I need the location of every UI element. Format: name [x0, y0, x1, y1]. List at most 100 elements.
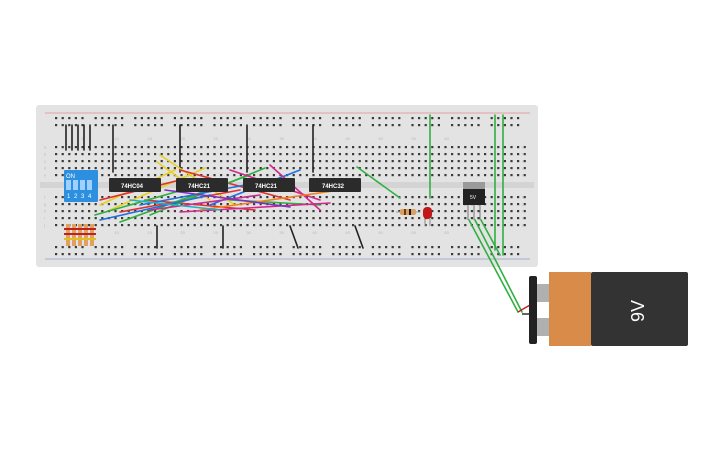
breadboard-hole [431, 160, 434, 163]
rail-hole [411, 253, 414, 256]
rail-hole [187, 117, 190, 120]
rail-hole [81, 124, 84, 127]
column-number: 15 [147, 136, 152, 141]
breadboard-hole [444, 167, 447, 170]
breadboard-hole [398, 146, 401, 149]
column-number: 60 [444, 136, 449, 141]
breadboard-hole [213, 160, 216, 163]
rail-hole [385, 246, 388, 249]
breadboard-hole [121, 167, 124, 170]
rail-hole [61, 253, 64, 256]
breadboard-hole [147, 174, 150, 177]
rail-hole [233, 124, 236, 127]
breadboard-hole [431, 203, 434, 206]
breadboard-hole [424, 196, 427, 199]
jumper-wire [468, 219, 519, 313]
breadboard-hole [490, 174, 493, 177]
breadboard-hole [233, 196, 236, 199]
breadboard-hole [266, 210, 269, 213]
rail-hole [121, 117, 124, 120]
rail-hole [61, 246, 64, 249]
breadboard-hole [226, 167, 229, 170]
breadboard-hole [431, 146, 434, 149]
breadboard-hole [325, 160, 328, 163]
rail-hole [266, 253, 269, 256]
breadboard-hole [147, 196, 150, 199]
chip-label: 74HC21 [188, 184, 211, 190]
led[interactable] [423, 207, 432, 226]
breadboard-hole [213, 167, 216, 170]
breadboard-hole [101, 174, 104, 177]
breadboard-hole [81, 160, 84, 163]
breadboard-hole [200, 217, 203, 220]
breadboard-hole [385, 210, 388, 213]
breadboard-hole [464, 224, 467, 227]
rail-hole [418, 124, 421, 127]
breadboard-hole [365, 160, 368, 163]
rail-hole [272, 117, 275, 120]
voltage-regulator[interactable]: 5V [463, 182, 485, 220]
breadboard-hole [114, 203, 117, 206]
battery-9v[interactable]: 9V [529, 272, 688, 346]
rail-hole [239, 124, 242, 127]
breadboard-hole [385, 174, 388, 177]
breadboard-hole [140, 153, 143, 156]
chip-74hc32[interactable]: 74HC32 [309, 178, 361, 192]
breadboard-hole [490, 160, 493, 163]
breadboard-hole [127, 203, 130, 206]
breadboard-hole [424, 160, 427, 163]
rail-hole [253, 117, 256, 120]
rail-hole [279, 246, 282, 249]
breadboard-hole [365, 224, 368, 227]
breadboard-hole [154, 224, 157, 227]
breadboard-hole [385, 217, 388, 220]
breadboard-hole [246, 203, 249, 206]
rail-hole [154, 124, 157, 127]
breadboard-hole [299, 210, 302, 213]
breadboard-hole [338, 174, 341, 177]
rail-hole [338, 246, 341, 249]
rail-hole [319, 246, 322, 249]
dip-switch[interactable]: ON 1 2 3 4 [64, 170, 98, 202]
breadboard-hole [88, 217, 91, 220]
rail-hole [503, 253, 506, 256]
breadboard-hole [451, 196, 454, 199]
breadboard-hole [259, 203, 262, 206]
rail-hole [517, 253, 520, 256]
rail-hole [134, 124, 137, 127]
jumper-wire [356, 166, 401, 199]
rail-hole [154, 253, 157, 256]
chip-74hc04[interactable]: 74HC04 [109, 178, 161, 192]
breadboard-hole [424, 167, 427, 170]
chip-74hc21-b[interactable]: 74HC21 [243, 178, 295, 192]
breadboard-hole [358, 153, 361, 156]
rail-hole [470, 117, 473, 120]
rail-hole [213, 117, 216, 120]
breadboard-hole [523, 224, 526, 227]
breadboard-hole [61, 160, 64, 163]
breadboard-hole [246, 224, 249, 227]
breadboard-hole [206, 153, 209, 156]
breadboard-hole [88, 203, 91, 206]
breadboard-hole [101, 224, 104, 227]
breadboard-hole [418, 196, 421, 199]
breadboard-hole [398, 160, 401, 163]
breadboard-hole [220, 217, 223, 220]
breadboard-hole [424, 203, 427, 206]
breadboard-hole [398, 153, 401, 156]
rail-hole [259, 253, 262, 256]
breadboard-hole [68, 146, 71, 149]
jumper-wire [289, 225, 299, 249]
breadboard-hole [167, 210, 170, 213]
breadboard-hole [68, 153, 71, 156]
column-number: 30 [246, 136, 251, 141]
jumper-wire [354, 225, 364, 249]
breadboard-hole [180, 217, 183, 220]
rail-hole [391, 117, 394, 120]
breadboard-hole [173, 167, 176, 170]
breadboard-hole [114, 160, 117, 163]
chip-74hc21-a[interactable]: 74HC21 [176, 178, 228, 192]
breadboard-hole [497, 217, 500, 220]
breadboard-hole [391, 224, 394, 227]
breadboard-hole [332, 174, 335, 177]
